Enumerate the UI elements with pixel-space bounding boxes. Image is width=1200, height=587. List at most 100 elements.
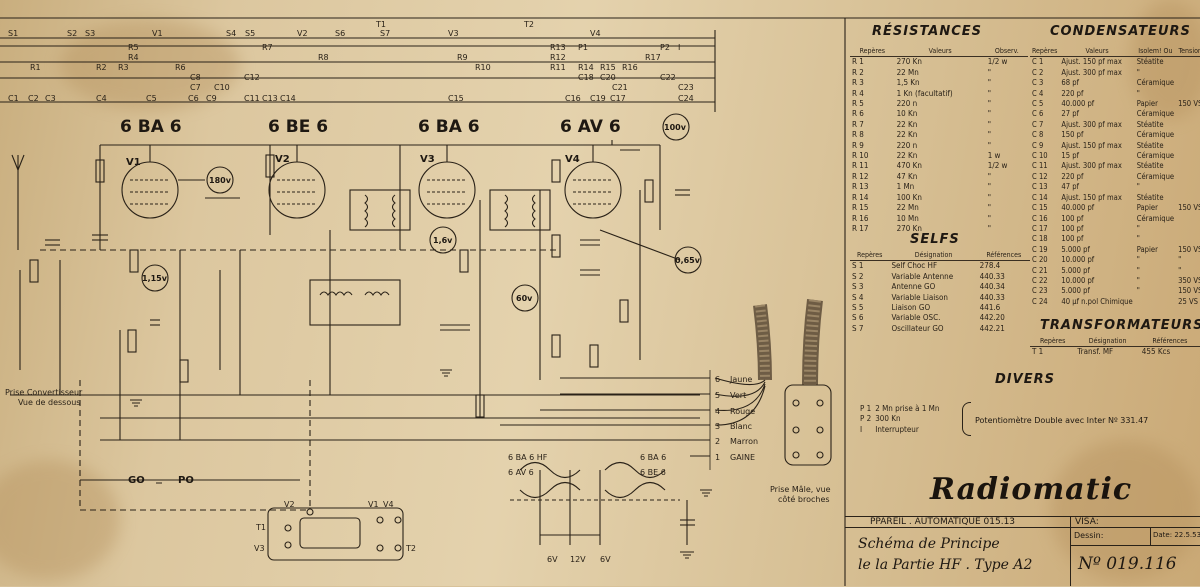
table-cell: R 12 — [852, 171, 869, 181]
table-cell: 300 Kn — [875, 414, 901, 424]
bus-label: C6 — [188, 94, 199, 103]
bus-label: C17 — [610, 94, 626, 103]
bus-label: C4 — [96, 94, 107, 103]
bus-label: C5 — [146, 94, 157, 103]
condensateurs-title: CONDENSATEURS — [1050, 24, 1191, 39]
table-cell: 10.000 pf — [1061, 275, 1095, 285]
table-cell: Céramique — [1136, 213, 1175, 223]
bus-label: R10 — [475, 63, 491, 72]
schematic-annotations: Prise Convertisseur Vue de dessous GO PO… — [5, 375, 831, 564]
bus-label: R12 — [550, 53, 566, 62]
bus-label: S5 — [245, 29, 255, 38]
table-cell: Oscillateur GO — [891, 323, 944, 333]
bus-labels: T1 T2 S1 S2 S3 V1 S4 S5 V2 S6 S7 V3 V4 R… — [8, 20, 694, 103]
bus-label: R2 — [96, 63, 107, 72]
table-cell: 220 pf — [1061, 171, 1084, 181]
voltage-reading: 1,6v — [433, 236, 453, 245]
tube-type-label: 6 BA 6 — [418, 117, 480, 137]
table-cell: 22 Mn — [896, 203, 919, 213]
table-cell: Ajust. 150 pf max — [1061, 192, 1122, 202]
table-cell: 270 Kn — [896, 223, 922, 233]
wire-color: Vert — [730, 391, 746, 400]
wire-number: 6 — [715, 375, 720, 384]
bus-label: R14 — [578, 63, 594, 72]
table-cell: Papier — [1136, 99, 1158, 109]
heater-voltage: 6V — [600, 555, 611, 564]
schema-title-line1: Schéma de Principe — [858, 536, 1000, 552]
table-cell: S 7 — [852, 323, 864, 333]
voltage-reading: 180v — [209, 176, 232, 185]
table-cell: S 1 — [852, 261, 864, 271]
heater-voltage: 12V — [570, 555, 586, 564]
wire-number: 2 — [715, 437, 720, 446]
bus-label: C10 — [214, 83, 230, 92]
table-cell: C 2 — [1032, 67, 1044, 77]
table-cell: R 2 — [852, 67, 864, 77]
table-cell: 5.000 pf — [1061, 244, 1090, 254]
table-cell: 150 VS — [1178, 286, 1200, 296]
bus-label: C12 — [244, 73, 260, 82]
table-cell — [1176, 141, 1200, 151]
table-cell: Stéatite — [1136, 119, 1164, 129]
bus-label: C20 — [600, 73, 616, 82]
table-cell: " — [987, 67, 991, 77]
bus-label: C2 — [28, 94, 39, 103]
table-cell: 100 pf — [1061, 213, 1084, 223]
bus-label: R9 — [457, 53, 468, 62]
table-cell: " — [987, 88, 991, 98]
table-cell — [1176, 89, 1200, 99]
table-cell: R 1 — [852, 57, 864, 67]
table-cell: " — [1136, 223, 1140, 233]
table-cell: 10.000 pf — [1061, 255, 1095, 265]
table-cell: 27 pf — [1061, 109, 1080, 119]
table-cell: C 3 — [1032, 78, 1044, 88]
prise-male-sublabel: côté broches — [778, 494, 830, 504]
table-cell: R 15 — [852, 203, 869, 213]
socket-ref: T2 — [405, 544, 416, 553]
bus-label: R4 — [128, 53, 139, 62]
bus-label: V1 — [152, 29, 163, 38]
bus-label: S1 — [8, 29, 18, 38]
table-cell: 470 Kn — [896, 161, 922, 171]
table-cell: C 19 — [1032, 244, 1048, 254]
table-cell: " — [1136, 265, 1140, 275]
brand-logo: Radiomatic — [930, 472, 1133, 507]
table-cell: " — [987, 171, 991, 181]
bus-label: T1 — [375, 20, 386, 29]
bus-label: C15 — [448, 94, 464, 103]
table-cell: C 17 — [1032, 223, 1048, 233]
voltage-readings: 180v 1,6v 100v 1,15v 60v 0,65v — [142, 123, 701, 303]
col-header: Repères — [1030, 46, 1060, 58]
table-cell: P 1 — [860, 404, 872, 413]
table-cell: C 6 — [1032, 109, 1044, 119]
bus-label: C16 — [565, 94, 581, 103]
table-cell: 40.000 pf — [1061, 203, 1095, 213]
table-cell — [1176, 130, 1200, 140]
col-header: Valeurs — [1059, 46, 1135, 58]
bus-label: R6 — [175, 63, 186, 72]
drawing-number: Nº 019.116 — [1078, 554, 1177, 574]
wire-number: 1 — [715, 453, 720, 462]
tube-type-label: 6 AV 6 — [560, 117, 621, 137]
transformateurs-title: TRANSFORMATEURS — [1040, 318, 1200, 333]
wire-number: 3 — [715, 422, 720, 431]
table-cell: T 1 — [1032, 347, 1044, 357]
col-header: Repères — [850, 250, 890, 262]
table-cell: 440.33 — [979, 292, 1005, 302]
table-cell: Papier — [1136, 244, 1158, 254]
table-cell: C 20 — [1032, 255, 1048, 265]
table-cell: Stéatite — [1136, 161, 1164, 171]
table-cell — [1176, 214, 1200, 224]
